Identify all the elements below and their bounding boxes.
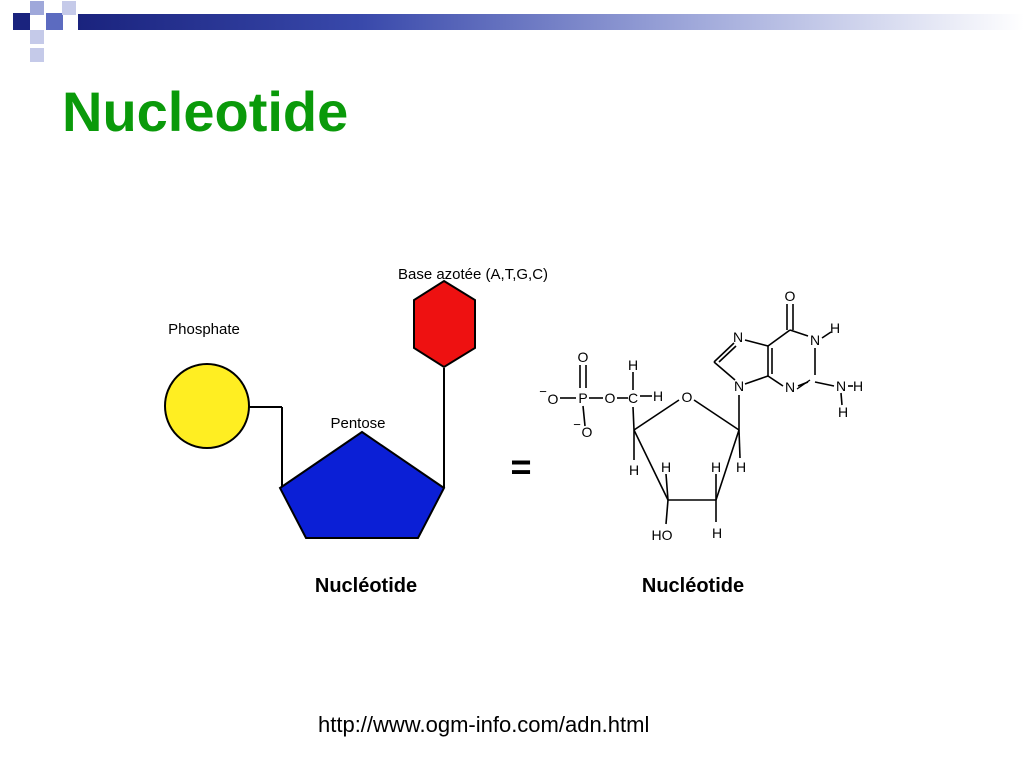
atom-carbonyl-o: O	[785, 288, 796, 304]
bond	[789, 329, 809, 337]
atom-n1-h: H	[830, 320, 840, 336]
atom-c1-h: H	[736, 459, 746, 475]
atom-amino-n: N	[836, 378, 846, 394]
base-label: Base azotée (A,T,G,C)	[398, 266, 548, 283]
atom-c5: C	[628, 390, 638, 406]
bond	[715, 429, 740, 501]
bond	[632, 406, 635, 431]
corner-decoration	[13, 1, 76, 62]
atom-amino-h-right: H	[853, 378, 863, 394]
bond	[718, 345, 737, 363]
bond	[633, 429, 669, 501]
bond	[840, 392, 843, 406]
bond	[693, 399, 740, 431]
atom-phosphate-o-double: O	[578, 349, 589, 365]
atom-c2-h-down: H	[712, 525, 722, 541]
charge-minus: −	[573, 417, 581, 432]
atom-c2-h-up: H	[711, 459, 721, 475]
atom-phosphorus: P	[578, 390, 587, 406]
bond	[665, 499, 669, 525]
atom-n7: N	[733, 329, 743, 345]
atom-ring-oxygen: O	[682, 389, 693, 405]
structure-caption: Nucléotide	[642, 575, 744, 597]
charge-minus: −	[539, 384, 547, 399]
schematic-caption: Nucléotide	[315, 575, 417, 597]
bond	[713, 361, 736, 381]
atom-c5-h-right: H	[653, 388, 663, 404]
chemical-structure-atoms: O P O − O − O C H H O H H H H HO H N N N…	[539, 288, 863, 543]
bond	[744, 375, 769, 385]
atom-c5-h-top: H	[628, 357, 638, 373]
bond	[744, 339, 769, 347]
source-link[interactable]: http://www.ogm-info.com/adn.html	[318, 712, 650, 737]
base-hexagon	[413, 279, 476, 369]
atom-amino-h-down: H	[838, 404, 848, 420]
atom-phosphate-o-bottom: O	[582, 424, 593, 440]
atom-c3-hydroxyl: HO	[652, 527, 673, 543]
title-gradient-bar	[78, 14, 1024, 30]
phosphate-circle	[164, 363, 250, 449]
bond	[814, 381, 835, 387]
atom-n3: N	[785, 379, 795, 395]
bond	[821, 331, 832, 339]
atom-phosphate-o-ester: O	[605, 390, 616, 406]
chemical-structure	[560, 304, 853, 525]
schematic-nucleotide: Phosphate Pentose Base azotée (A,T,G,C) …	[164, 266, 548, 597]
bond	[713, 342, 735, 363]
equals-sign: =	[510, 446, 531, 487]
atom-c3-h: H	[661, 459, 671, 475]
phosphate-label: Phosphate	[168, 321, 240, 338]
atom-n9: N	[734, 378, 744, 394]
bond	[582, 405, 586, 427]
atom-c4-h: H	[629, 462, 639, 478]
bond	[665, 473, 669, 501]
bond	[633, 399, 680, 431]
pentose-pentagon	[278, 430, 446, 539]
bond	[738, 429, 741, 459]
bond	[767, 329, 791, 347]
bond	[767, 375, 784, 387]
slide-title: Nucleotide	[62, 80, 349, 143]
pentose-label: Pentose	[330, 415, 385, 432]
atom-n1: N	[810, 332, 820, 348]
atom-phosphate-o-left: O	[548, 391, 559, 407]
bond	[796, 379, 811, 390]
